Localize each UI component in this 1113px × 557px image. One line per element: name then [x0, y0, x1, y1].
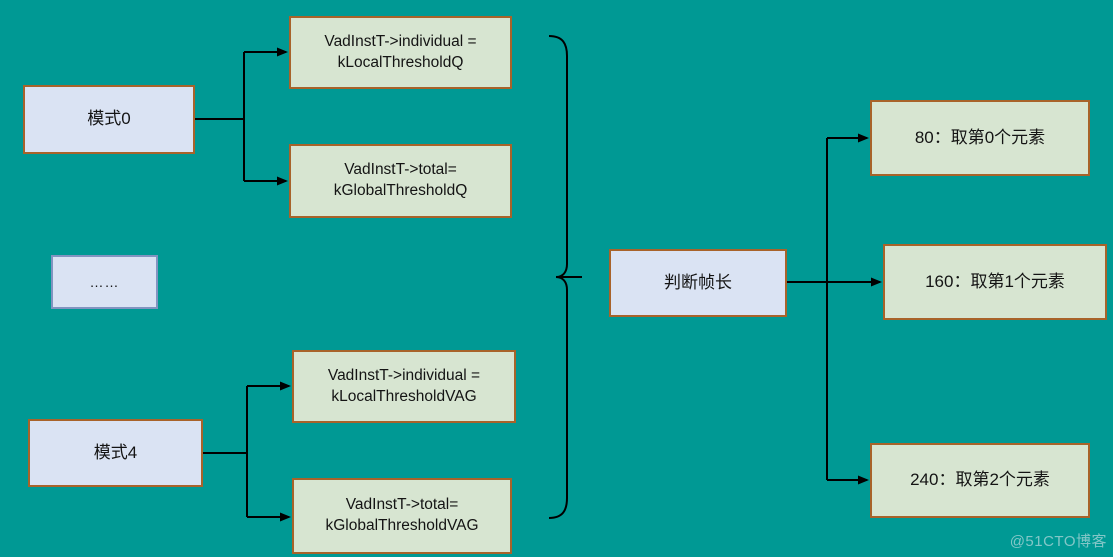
node-individual-threshold-q: VadInstT->individual = kLocalThresholdQ: [289, 16, 512, 89]
node-individual-threshold-vag: VadInstT->individual = kLocalThresholdVA…: [292, 350, 516, 423]
node-individual-threshold-q-line2: kLocalThresholdQ: [337, 53, 464, 71]
node-frame-240-label: 240：取第2个元素: [910, 470, 1050, 490]
node-total-threshold-vag-line1: VadInstT->total=: [345, 496, 459, 514]
node-mode-4-label: 模式4: [93, 442, 138, 462]
node-judge-frame-length: 判断帧长: [609, 249, 787, 317]
node-individual-threshold-q-line1: VadInstT->individual =: [324, 32, 477, 50]
node-ellipsis-label: ……: [89, 273, 120, 290]
node-mode-0-label: 模式0: [87, 109, 131, 129]
node-total-threshold-q-line1: VadInstT->total=: [344, 161, 457, 179]
node-total-threshold-vag-line2: kGlobalThresholdVAG: [325, 517, 479, 534]
node-individual-threshold-vag-line2: kLocalThresholdVAG: [331, 387, 477, 405]
node-frame-80-label: 80：取第0个元素: [914, 127, 1046, 147]
node-frame-80: 80：取第0个元素: [870, 100, 1090, 176]
node-total-threshold-q: VadInstT->total= kGlobalThresholdQ: [289, 144, 512, 218]
node-total-threshold-vag: VadInstT->total= kGlobalThresholdVAG: [292, 478, 512, 554]
node-frame-160-label: 160：取第1个元素: [925, 271, 1065, 291]
node-judge-frame-length-label: 判断帧长: [664, 272, 732, 292]
node-mode-4: 模式4: [28, 419, 203, 487]
watermark: @51CTO博客: [1009, 533, 1107, 550]
node-frame-240: 240：取第2个元素: [870, 443, 1090, 518]
node-frame-160: 160：取第1个元素: [883, 244, 1107, 320]
node-total-threshold-q-line2: kGlobalThresholdQ: [333, 182, 468, 199]
node-mode-0: 模式0: [23, 85, 195, 154]
node-individual-threshold-vag-line1: VadInstT->individual =: [327, 366, 481, 384]
node-ellipsis: ……: [51, 255, 158, 309]
